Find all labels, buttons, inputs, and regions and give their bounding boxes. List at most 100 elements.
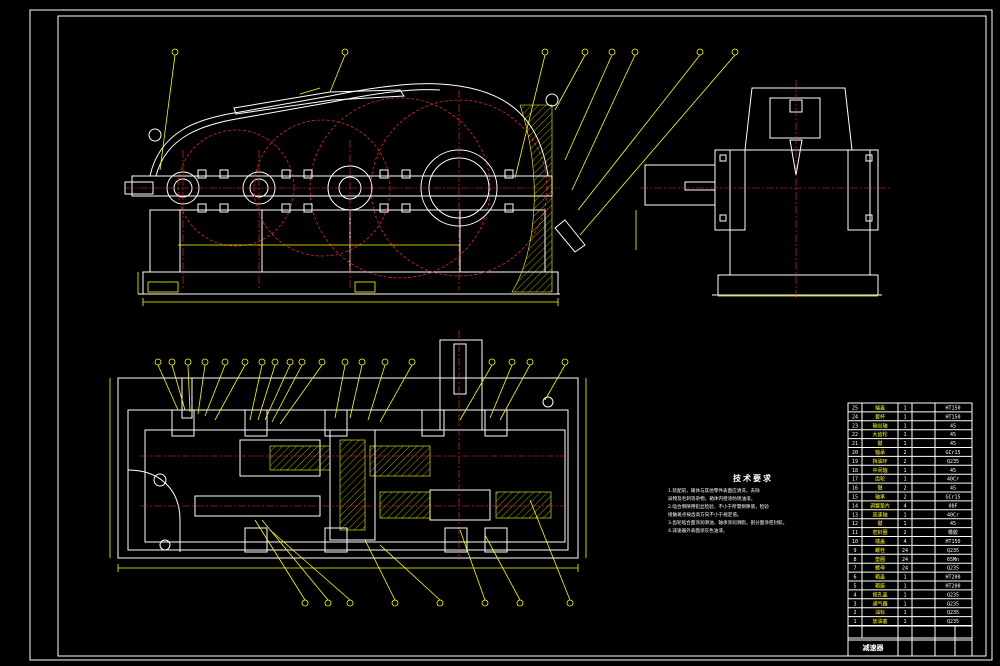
parts-cell: 1 (903, 592, 906, 598)
parts-cell: 45 (950, 521, 956, 527)
parts-cell: 24 (852, 414, 858, 420)
parts-cell: 1 (903, 521, 906, 527)
parts-cell: 45 (950, 432, 956, 438)
parts-cell: 7 (853, 566, 856, 572)
parts-cell: 4 (903, 503, 906, 509)
parts-cell: 10 (852, 539, 858, 545)
parts-cell: 5 (853, 584, 856, 590)
parts-cell: 输出轴 (872, 422, 887, 429)
tech-requirements-title: 技术要求 (733, 474, 773, 483)
parts-cell: 1 (903, 406, 906, 412)
parts-cell: 1 (903, 610, 906, 616)
parts-cell: 1 (903, 441, 906, 447)
parts-cell: 1 (903, 468, 906, 474)
parts-cell: 16 (852, 486, 858, 492)
parts-cell: 齿轮 (875, 476, 885, 483)
parts-cell: Q235 (947, 601, 959, 607)
parts-cell: 20 (852, 450, 858, 456)
parts-cell: 螺母 (875, 565, 885, 572)
parts-cell: 65Mn (947, 557, 959, 563)
parts-cell: 1 (903, 584, 906, 590)
parts-cell: Q235 (947, 566, 959, 572)
parts-cell: Q235 (947, 610, 959, 616)
parts-cell: 19 (852, 459, 858, 465)
parts-cell: 40Cr (947, 512, 959, 518)
top-section-view (109, 330, 587, 607)
parts-cell: 4 (853, 592, 856, 598)
front-view (124, 48, 739, 306)
tech-requirements-line: 2.啮合侧隙用铅丝检验，不小于所需侧隙值，检验 (668, 505, 769, 510)
inner-frame (57, 15, 987, 657)
parts-cell: 2 (903, 450, 906, 456)
parts-cell: 2 (903, 495, 906, 501)
parts-cell: Q235 (947, 592, 959, 598)
parts-cell: GCr15 (945, 495, 960, 501)
parts-cell: 键 (877, 440, 882, 447)
side-view (635, 80, 890, 300)
parts-cell: 视孔盖 (872, 591, 887, 598)
parts-cell: 键 (877, 485, 882, 492)
parts-cell: 箱座 (875, 583, 885, 590)
parts-cell: 挡油环 (872, 458, 887, 465)
parts-cell: 14 (852, 503, 858, 509)
parts-cell: Q235 (947, 619, 959, 625)
parts-cell: 22 (852, 432, 858, 438)
parts-cell: 2 (903, 486, 906, 492)
parts-cell: 通气器 (872, 600, 887, 607)
outer-frame (29, 9, 993, 661)
parts-cell: 垫圈 (875, 556, 885, 563)
parts-cell: 15 (852, 495, 858, 501)
parts-cell: HT150 (945, 406, 960, 412)
parts-cell: 6 (853, 575, 856, 581)
tech-requirements-line: 4.减速器外表面涂灰色油漆。 (668, 529, 728, 534)
parts-cell: 1 (903, 619, 906, 625)
parts-cell: 23 (852, 423, 858, 429)
parts-cell: 1 (903, 512, 906, 518)
parts-cell: 21 (852, 441, 858, 447)
parts-cell: 25 (852, 406, 858, 412)
parts-cell: 1 (903, 601, 906, 607)
parts-cell: 24 (902, 557, 908, 563)
tech-requirements-line: 接触斑点按齿高方向不小于规定值。 (668, 513, 742, 518)
tech-requirements-line: 3.齿轮啮合面涂润滑油，轴承涂润滑脂，剖分面涂密封胶。 (668, 521, 788, 526)
parts-cell: 13 (852, 512, 858, 518)
parts-cell: 密封圈 (872, 529, 887, 536)
parts-cell: 橡胶 (948, 529, 958, 536)
parts-cell: 螺栓 (875, 547, 885, 554)
parts-cell: 24 (902, 548, 908, 554)
tech-requirements: 技术要求 1.装配前，箱体与其他零件表面应清洗，去除 异物及毛刺等杂物，箱体内壁… (668, 473, 838, 536)
parts-cell: 8 (853, 557, 856, 563)
parts-cell: 17 (852, 477, 858, 483)
parts-cell: 3 (853, 601, 856, 607)
parts-cell: 11 (852, 530, 858, 536)
parts-cell: HT150 (945, 414, 960, 420)
parts-cell: 1 (903, 414, 906, 420)
parts-cell: Q235 (947, 548, 959, 554)
parts-cell: HT200 (945, 575, 960, 581)
parts-cell: 2 (903, 530, 906, 536)
parts-cell: 调整垫片 (870, 502, 890, 509)
parts-cell: 08F (948, 503, 957, 509)
parts-cell: 4 (903, 539, 906, 545)
parts-cell: 键 (877, 520, 882, 527)
parts-cell: 45 (950, 468, 956, 474)
parts-cell: 12 (852, 521, 858, 527)
parts-cell: 40Cr (947, 477, 959, 483)
parts-cell: 大齿轮 (872, 431, 887, 438)
parts-cell: 轴承 (875, 494, 885, 501)
title-block (847, 625, 973, 657)
parts-cell: 端盖 (875, 405, 885, 412)
parts-cell: 高速轴 (872, 511, 887, 518)
parts-cell: 1 (903, 575, 906, 581)
parts-cell: GCr15 (945, 450, 960, 456)
parts-cell: HT200 (945, 584, 960, 590)
parts-cell: 2 (853, 610, 856, 616)
parts-cell: Q235 (947, 459, 959, 465)
parts-cell: 45 (950, 441, 956, 447)
parts-cell: HT150 (945, 539, 960, 545)
parts-cell: 轴承 (875, 449, 885, 456)
parts-cell: 套杯 (875, 413, 885, 420)
title-block-name: 减速器 (862, 644, 884, 652)
